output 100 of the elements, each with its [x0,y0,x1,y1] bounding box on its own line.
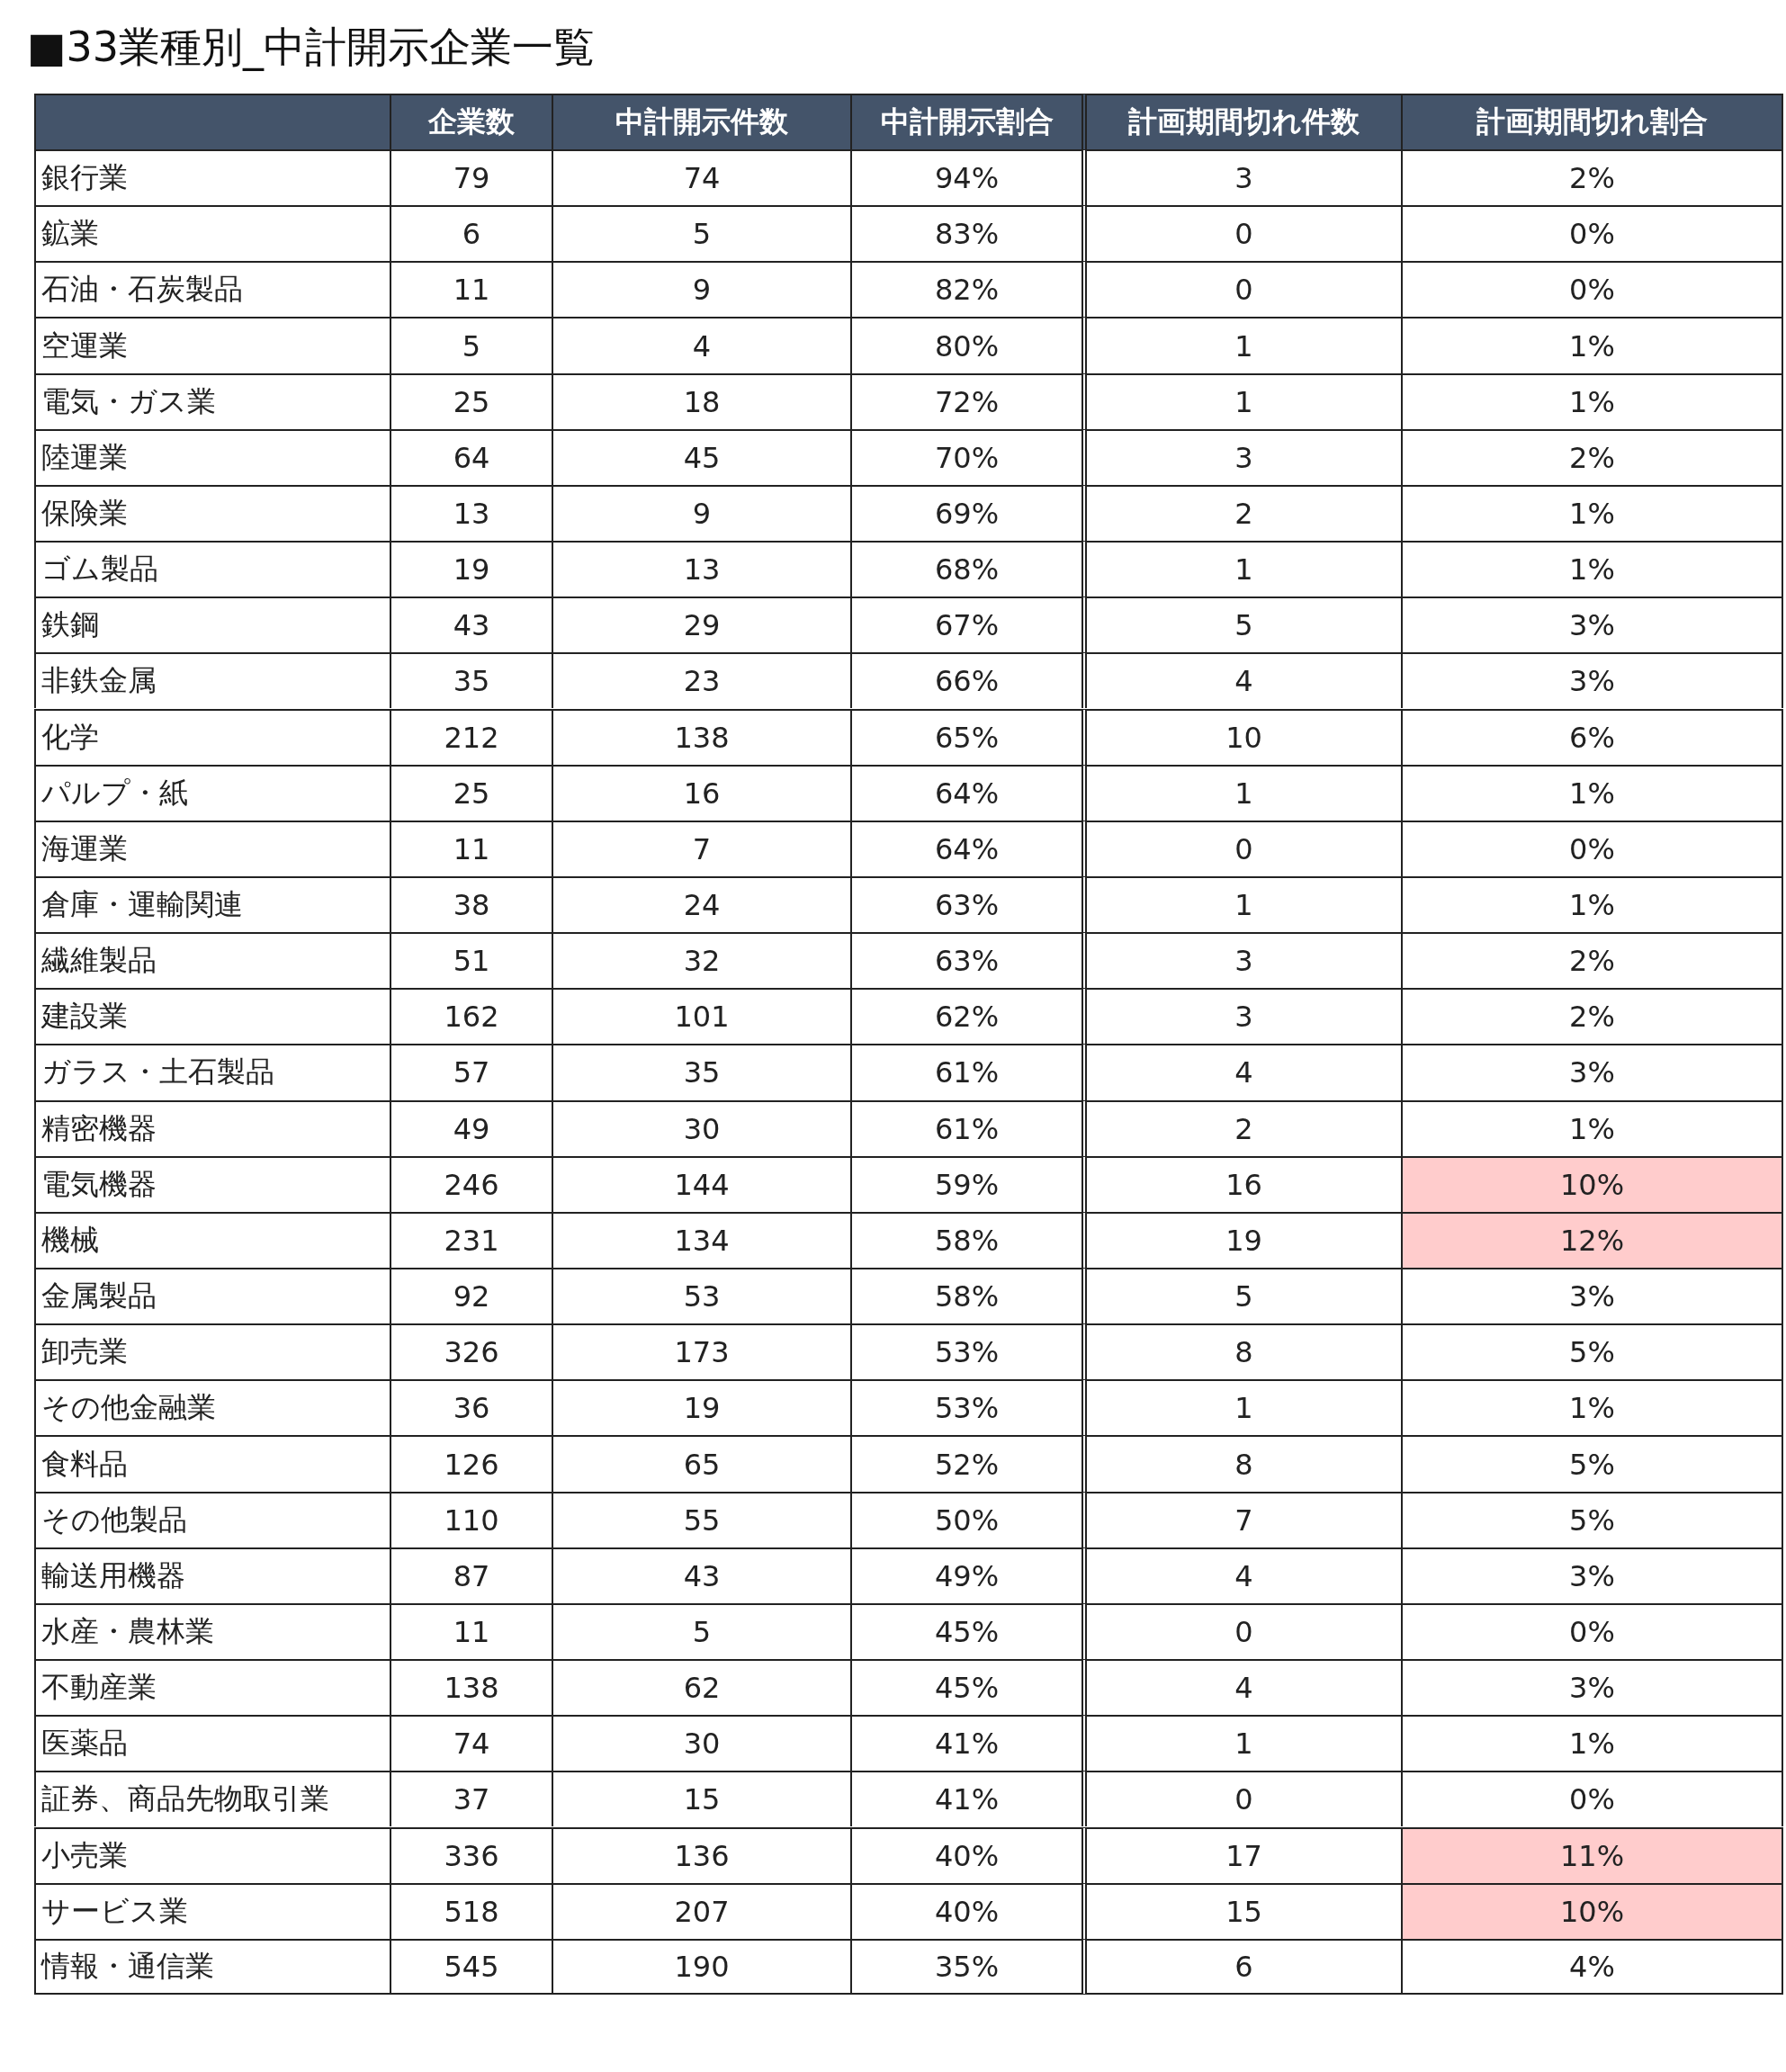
table-cell: 2% [1401,988,1783,1045]
table-cell: 32 [552,932,850,989]
table-cell: 30 [552,1715,850,1772]
table-cell: 545 [390,1938,552,1995]
table-cell: 55 [552,1491,850,1547]
table-cell: 水産・農林業 [34,1602,390,1660]
table-cell: 41% [850,1771,1081,1827]
table-cell: 43 [552,1547,850,1603]
table-cell: 61% [850,1099,1081,1156]
column-header: 中計開示件数 [552,94,850,149]
table-cell: 1% [1401,875,1783,933]
table-cell: 3 [1081,149,1401,206]
table-cell: 3% [1401,1268,1783,1324]
table-cell: その他製品 [34,1491,390,1547]
table-cell: 173 [552,1323,850,1380]
table-cell: 海運業 [34,820,390,876]
table-cell: 25 [390,764,552,821]
table-cell: 3% [1401,1547,1783,1603]
table-cell: 79 [390,149,552,206]
table-cell: 74 [552,149,850,206]
table-cell: 輸送用機器 [34,1547,390,1603]
table-cell: 3 [1081,932,1401,989]
table-cell: 207 [552,1882,850,1939]
table-cell: 50% [850,1491,1081,1547]
column-header: 企業数 [390,94,552,149]
table-cell: 2% [1401,428,1783,485]
table-cell: 5 [390,317,552,373]
table-cell: 83% [850,205,1081,262]
column-header: 中計開示割合 [850,94,1081,149]
table-cell: 66% [850,652,1081,709]
table-cell: その他金融業 [34,1379,390,1436]
table-cell: 25 [390,372,552,429]
table-cell: 3% [1401,1044,1783,1100]
table-cell: 59% [850,1155,1081,1212]
table-cell: 鉄鋼 [34,596,390,653]
table-cell: 65 [552,1435,850,1492]
table-cell: 19 [552,1379,850,1436]
table-cell: 0% [1401,1602,1783,1660]
table-cell: 69% [850,484,1081,542]
table-cell: 40% [850,1882,1081,1939]
table-cell: 2% [1401,149,1783,206]
table-cell: 16 [552,764,850,821]
table-cell: 電気機器 [34,1155,390,1212]
table-cell: 144 [552,1155,850,1212]
table-cell: 機械 [34,1211,390,1268]
table-cell: 212 [390,708,552,765]
table-cell: 食料品 [34,1435,390,1492]
table-cell: 11 [390,820,552,876]
table-cell: 43 [390,596,552,653]
table-cell: 0 [1081,205,1401,262]
table-cell: 53 [552,1268,850,1324]
table-cell: 11 [390,261,552,318]
table-cell: 5 [552,1602,850,1660]
table-cell: 卸売業 [34,1323,390,1380]
table-cell: 45% [850,1659,1081,1716]
table-cell: 64% [850,820,1081,876]
table-cell: 3% [1401,652,1783,709]
table-cell: 医薬品 [34,1715,390,1772]
table-cell: 0 [1081,1602,1401,1660]
table-cell: 110 [390,1491,552,1547]
table-cell: 1 [1081,317,1401,373]
table-cell: 13 [390,484,552,542]
table-cell: 101 [552,988,850,1045]
table-cell: 非鉄金属 [34,652,390,709]
table-cell: 4 [1081,1044,1401,1100]
table-cell: 4 [1081,1547,1401,1603]
table-cell: 1% [1401,1379,1783,1436]
table-cell: 11 [390,1602,552,1660]
table-cell: 6 [1081,1938,1401,1995]
table-cell: 1% [1401,317,1783,373]
table-cell: 0% [1401,261,1783,318]
table-cell: 1 [1081,764,1401,821]
table-cell: 10% [1401,1155,1783,1212]
table-cell: 金属製品 [34,1268,390,1324]
table-cell: 35 [390,652,552,709]
table-cell: 電気・ガス業 [34,372,390,429]
table-cell: 4% [1401,1938,1783,1995]
table-cell: 15 [552,1771,850,1827]
table-cell: 61% [850,1044,1081,1100]
table-cell: 9 [552,484,850,542]
table-cell: 162 [390,988,552,1045]
table-cell: 5 [1081,596,1401,653]
table-cell: 37 [390,1771,552,1827]
table-cell: 空運業 [34,317,390,373]
table-cell: 67% [850,596,1081,653]
table-cell: 138 [552,708,850,765]
table-cell: 1 [1081,875,1401,933]
table-cell: サービス業 [34,1882,390,1939]
table-cell: 鉱業 [34,205,390,262]
table-cell: 3% [1401,1659,1783,1716]
table-cell: 65% [850,708,1081,765]
table-cell: 1 [1081,1715,1401,1772]
table-cell: 231 [390,1211,552,1268]
table-cell: 8 [1081,1435,1401,1492]
table-cell: 繊維製品 [34,932,390,989]
table-cell: 1 [1081,372,1401,429]
table-cell: 0% [1401,205,1783,262]
table-cell: 72% [850,372,1081,429]
table-cell: 87 [390,1547,552,1603]
table-cell: 1% [1401,764,1783,821]
